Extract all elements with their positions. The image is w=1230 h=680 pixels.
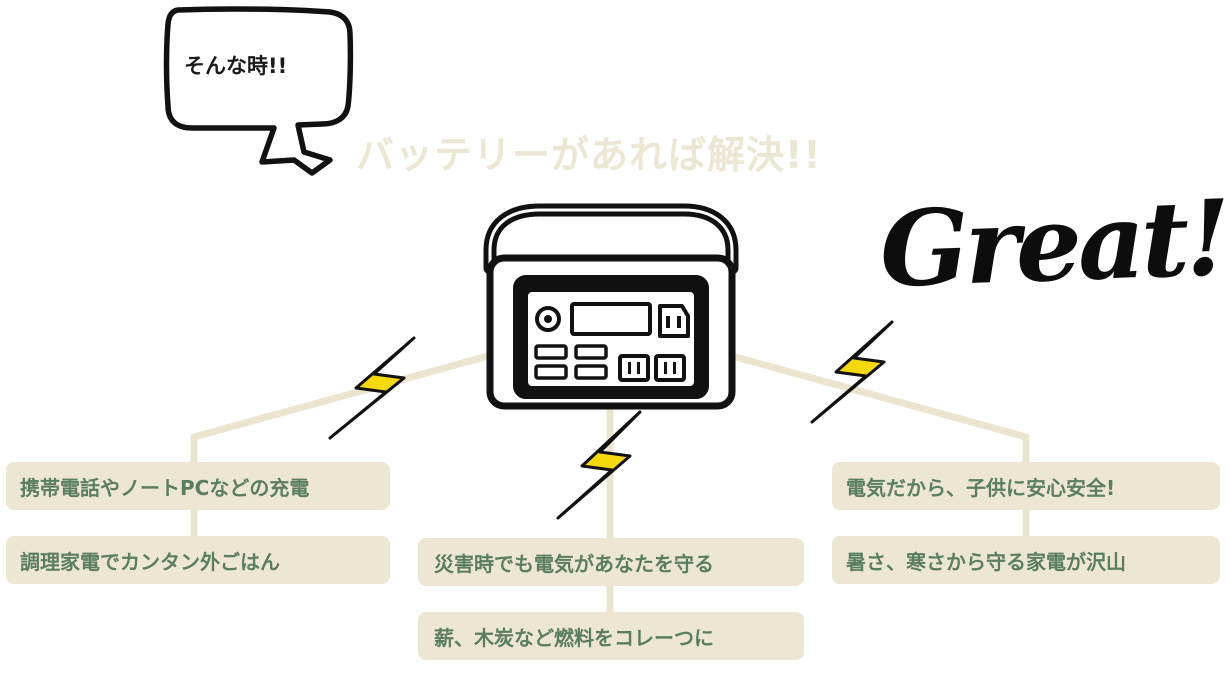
great-lettering: Great!: [877, 175, 1229, 312]
speech-bubble-text: そんな時!!: [184, 54, 288, 78]
feature-pill-right-2: 暑さ、寒さから守る家電が沢山: [832, 536, 1220, 584]
feature-pill-left-2: 調理家電でカンタン外ごはん: [6, 536, 390, 584]
connector-right: [731, 352, 1030, 540]
battery-handle: [483, 203, 739, 275]
headline: バッテリーがあれば解決!!: [356, 133, 822, 177]
bolt-center: [556, 410, 642, 520]
speech-bubble-icon: [163, 6, 354, 176]
feature-pill-center-2: 薪、木炭など燃料をコレーつに: [418, 612, 804, 660]
bolt-left: [328, 336, 416, 440]
portable-battery-icon: [486, 254, 736, 410]
feature-pill-right-1: 電気だから、子供に安心安全!: [832, 462, 1220, 510]
connector-left: [190, 352, 489, 540]
feature-pill-left-1: 携帯電話やノートPCなどの充電: [6, 462, 390, 510]
feature-pill-center-1: 災害時でも電気があなたを守る: [418, 538, 804, 586]
lightning-bolt-icon: [328, 320, 894, 520]
bolt-right: [810, 320, 894, 424]
